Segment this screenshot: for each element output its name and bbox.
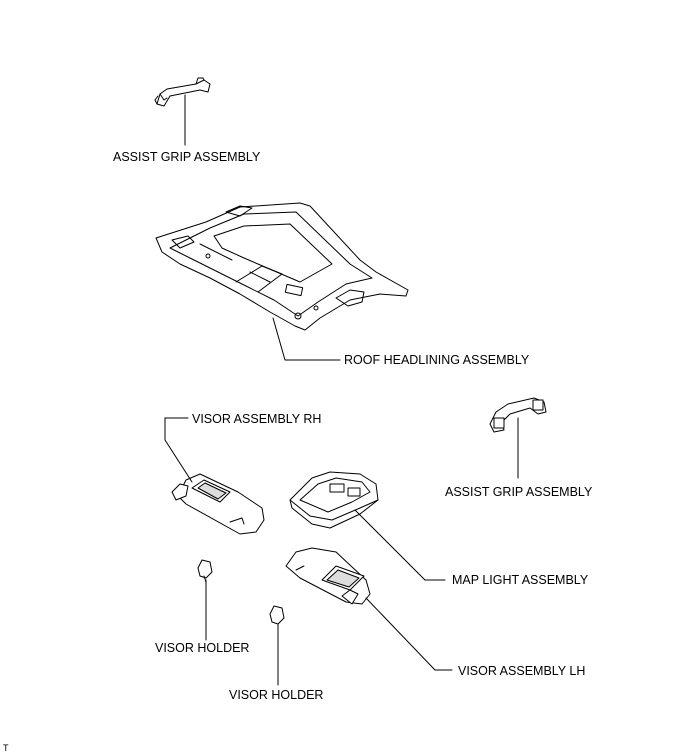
visor-holder-bottom-part — [269, 605, 285, 625]
assist-grip-top-label: ASSIST GRIP ASSEMBLY — [113, 150, 261, 164]
map-light-label: MAP LIGHT ASSEMBLY — [452, 573, 589, 587]
visor-lh-part — [285, 547, 371, 605]
visor-holder-bottom-label: VISOR HOLDER — [229, 688, 324, 702]
roof-headlining-label: ROOF HEADLINING ASSEMBLY — [344, 353, 530, 367]
roof-headlining-part — [155, 202, 409, 331]
visor-lh-leader — [365, 597, 453, 671]
assist-grip-top-part — [154, 77, 211, 107]
assist-grip-right-label: ASSIST GRIP ASSEMBLY — [445, 485, 593, 499]
map-light-part — [289, 471, 379, 529]
assist-grip-right-part — [489, 397, 547, 433]
roof-headlining-leader — [272, 317, 341, 361]
visor-rh-part — [171, 473, 265, 535]
visor-rh-leader — [164, 417, 193, 483]
map-light-leader — [354, 509, 446, 581]
visor-holder-left-label: VISOR HOLDER — [155, 641, 250, 655]
visor-holder-left-part — [197, 559, 213, 583]
corner-mark: T — [3, 743, 9, 753]
visor-lh-label: VISOR ASSEMBLY LH — [458, 664, 586, 678]
visor-rh-label: VISOR ASSEMBLY RH — [192, 412, 322, 426]
